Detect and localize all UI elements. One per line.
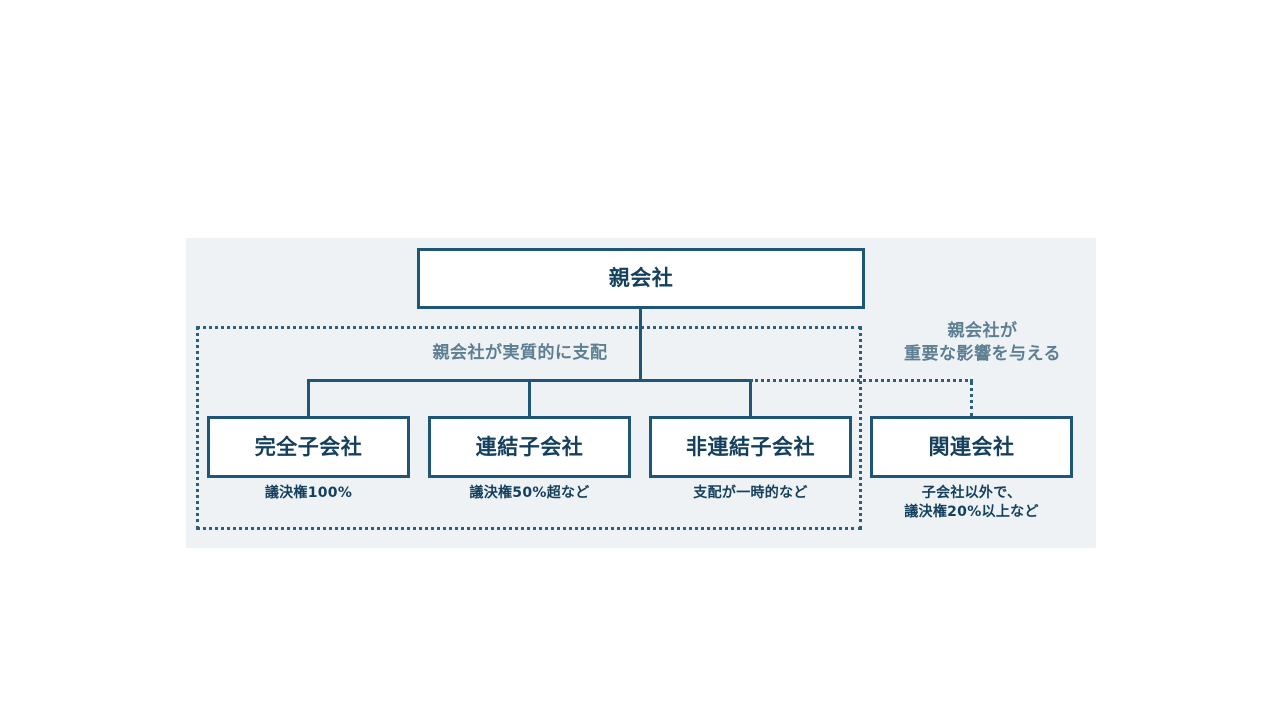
connector-drop-non-consolidated-subsidiary: [749, 379, 752, 417]
caption-consolidated-subsidiary: 議決権50%超など: [428, 484, 631, 503]
caption-non-consolidated-subsidiary-line1: 支配が一時的など: [693, 485, 808, 501]
node-affiliated-company-label: 関連会社: [928, 434, 1015, 459]
label-significant-influence: 親会社が 重要な影響を与える: [880, 320, 1085, 366]
caption-affiliated-company-line1: 子会社以外で、: [921, 485, 1022, 501]
node-non-consolidated-subsidiary[interactable]: 非連結子会社: [649, 416, 852, 478]
node-affiliated-company[interactable]: 関連会社: [870, 416, 1073, 478]
node-wholly-owned-subsidiary-label: 完全子会社: [254, 434, 363, 459]
connector-drop-wholly-owned-subsidiary: [307, 379, 310, 417]
node-consolidated-subsidiary[interactable]: 連結子会社: [428, 416, 631, 478]
caption-affiliated-company-line2: 議決権20%以上など: [904, 503, 1039, 520]
connector-dotted-drop-affiliated-company: [970, 381, 973, 417]
caption-consolidated-subsidiary-line1: 議決権50%超など: [469, 485, 590, 501]
control-group-boundary: [196, 326, 862, 530]
label-substantial-control: 親会社が実質的に支配: [432, 343, 608, 363]
node-parent-company[interactable]: 親会社: [417, 248, 865, 309]
node-consolidated-subsidiary-label: 連結子会社: [475, 434, 584, 459]
label-significant-influence-line2: 重要な影響を与える: [904, 343, 1061, 364]
caption-wholly-owned-subsidiary-line1: 議決権100%: [264, 485, 353, 501]
node-parent-company-label: 親会社: [608, 266, 674, 290]
caption-affiliated-company: 子会社以外で、 議決権20%以上など: [870, 484, 1073, 522]
caption-non-consolidated-subsidiary: 支配が一時的など: [649, 484, 852, 503]
node-wholly-owned-subsidiary[interactable]: 完全子会社: [207, 416, 410, 478]
label-significant-influence-line1: 親会社が: [947, 321, 1018, 341]
connector-root-drop: [639, 309, 642, 382]
connector-dotted-horizontal-affiliate: [750, 379, 973, 382]
node-non-consolidated-subsidiary-label: 非連結子会社: [686, 434, 815, 459]
caption-wholly-owned-subsidiary: 議決権100%: [207, 484, 410, 503]
connector-drop-consolidated-subsidiary: [528, 379, 531, 417]
